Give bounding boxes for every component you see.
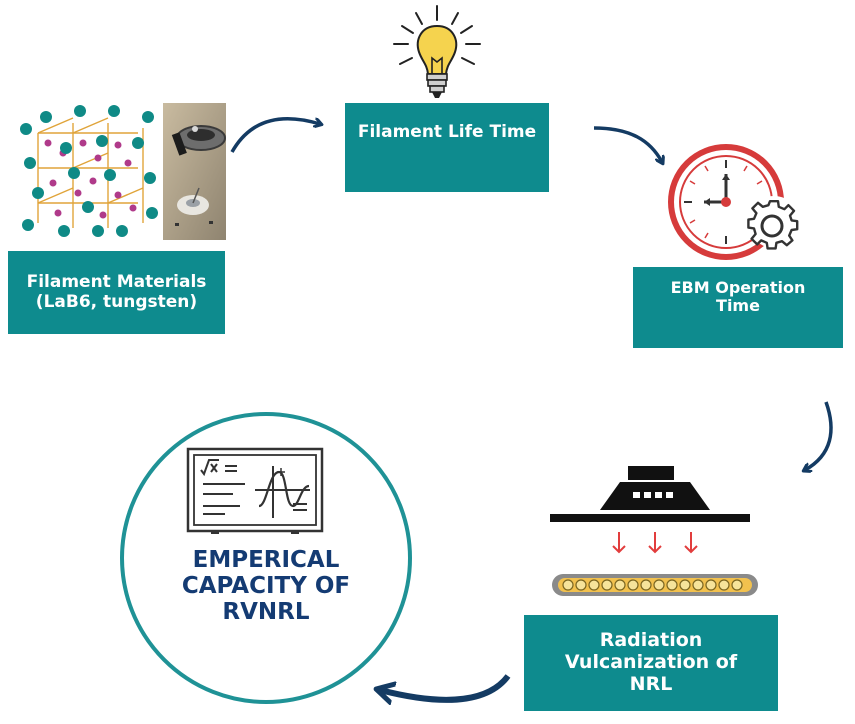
ebm-operation-time-box: EBM Operation Time — [633, 267, 843, 348]
arrow-ebm-to-radiation — [805, 401, 833, 470]
capacity-label: EMPERICAL CAPACITY OF RVNRL — [181, 547, 351, 625]
lightbulb-icon — [388, 4, 486, 102]
equation-board-icon — [185, 446, 325, 536]
electron-beam-icon — [548, 462, 763, 602]
ebm-operation-time-label: EBM Operation Time — [670, 278, 806, 316]
filament-life-time-box: Filament Life Time — [345, 103, 549, 192]
filament-life-time-label: Filament Life Time — [357, 122, 537, 142]
radiation-vulcanization-box: Radiation Vulcanization of NRL — [524, 615, 778, 711]
capacity-circle — [120, 412, 412, 704]
filament-photo — [163, 103, 226, 240]
clock-gear-icon — [664, 140, 814, 260]
filament-materials-label: Filament Materials (LaB6, tungsten) — [26, 271, 207, 312]
arrow-life-to-ebm — [593, 126, 662, 162]
crystal-lattice-image — [18, 103, 161, 240]
radiation-vulcanization-label: Radiation Vulcanization of NRL — [564, 629, 738, 695]
filament-materials-box: Filament Materials (LaB6, tungsten) — [8, 251, 225, 334]
arrow-radiation-to-capacity — [380, 674, 511, 700]
arrow-materials-to-life — [230, 116, 320, 153]
